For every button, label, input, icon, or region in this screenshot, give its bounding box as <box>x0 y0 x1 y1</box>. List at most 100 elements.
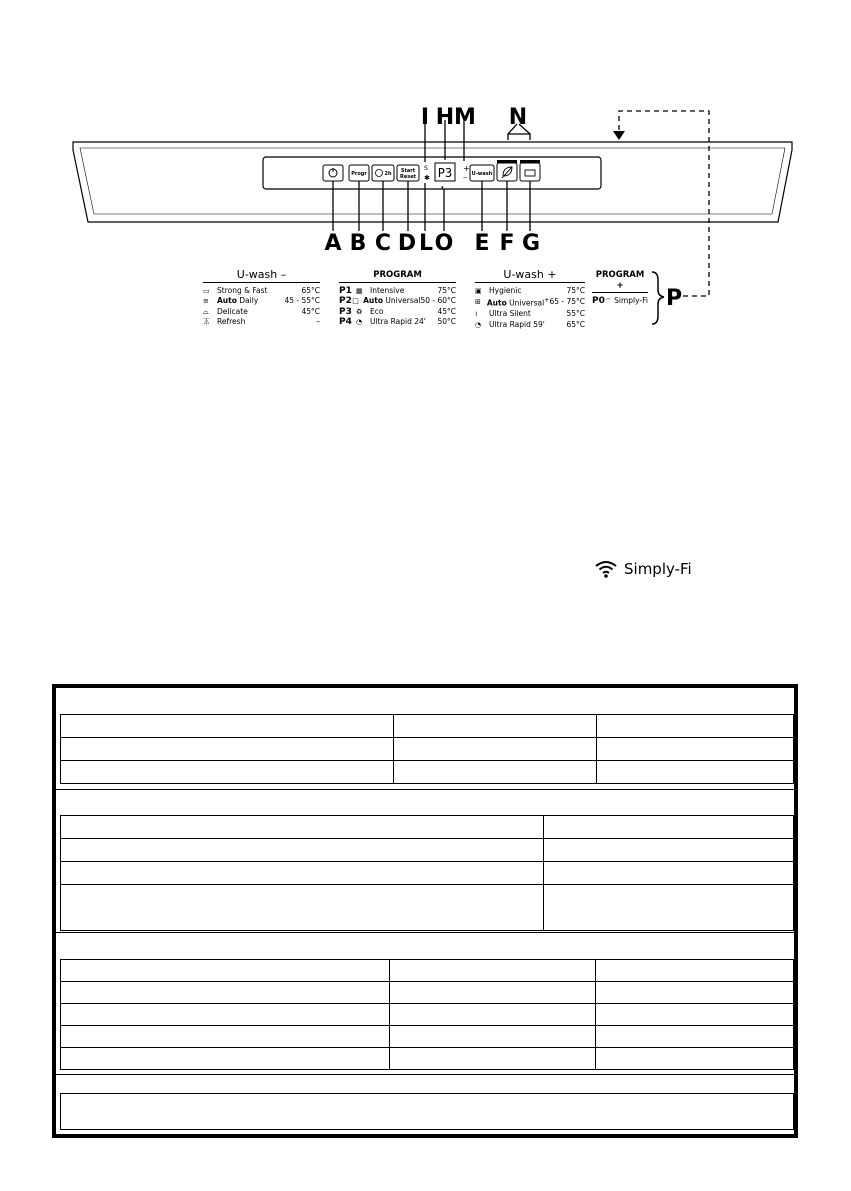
simplyfi-text: Simply-Fi <box>624 560 692 578</box>
display-value: P3 <box>438 166 452 180</box>
table-cell <box>543 815 794 839</box>
table-cell <box>60 838 544 862</box>
uwash-button[interactable]: U-wash <box>469 164 495 182</box>
table-cell <box>596 760 794 784</box>
control-panel-diagram: Progr 2h Start Reset S ✱ P3 ▾ + – U-wash <box>72 105 793 325</box>
extra-option-button[interactable] <box>519 160 541 182</box>
ultra-silent-icon: ≀ <box>475 310 478 318</box>
top-callouts <box>424 120 531 162</box>
label-H: H <box>436 105 454 130</box>
salt-indicator-icon: S <box>424 165 428 172</box>
table-cell <box>60 1025 390 1048</box>
program-button[interactable]: Progr <box>348 164 370 182</box>
table-cell <box>595 1025 794 1048</box>
wifi-icon: ⌔ <box>604 297 612 305</box>
legend-program-plus-title: PROGRAM + <box>592 270 648 293</box>
table-cell <box>595 1003 794 1026</box>
legend-program-title: PROGRAM <box>339 270 456 283</box>
table-cell <box>60 1003 390 1026</box>
label-E: E <box>474 231 489 256</box>
auto-universal-icon: □ <box>352 297 359 305</box>
table-cell <box>543 884 794 931</box>
half-load-button[interactable] <box>496 160 518 182</box>
table-cell <box>389 1047 596 1070</box>
label-D: D <box>398 231 416 256</box>
table-cell <box>60 737 394 761</box>
plus-indicator: + <box>463 164 470 173</box>
label-B: B <box>350 231 367 256</box>
table-cell <box>389 1025 596 1048</box>
power-button[interactable] <box>322 164 344 182</box>
table-cell <box>393 737 597 761</box>
table-cell <box>543 861 794 885</box>
start-label: Start <box>401 168 416 174</box>
table-cell <box>389 1003 596 1026</box>
ultra-rapid-icon: ◔ <box>356 318 363 326</box>
ultra-rapid-59-icon: ◔ <box>475 320 482 329</box>
table-cell <box>60 1093 794 1130</box>
label-A: A <box>324 231 341 256</box>
strong-fast-icon: ▭ <box>203 286 210 295</box>
label-M: M <box>454 105 476 130</box>
table-divider <box>56 1074 794 1075</box>
table-cell <box>60 981 390 1004</box>
clock-icon <box>375 169 383 177</box>
wifi-icon <box>595 561 617 578</box>
label-F: F <box>499 231 514 256</box>
table-cell <box>389 981 596 1004</box>
auto-universal-plus-icon: ⊞ <box>475 298 481 307</box>
delicate-icon: ⌓ <box>203 307 209 316</box>
eco-icon: ♻ <box>356 307 363 316</box>
intensive-icon: ▦ <box>356 286 363 295</box>
table-cell <box>596 714 794 738</box>
reset-label: Reset <box>400 174 417 180</box>
table-cell <box>543 838 794 862</box>
legend-uwash-plus-title: U-wash + <box>475 269 585 283</box>
panel-frame <box>72 141 793 223</box>
minus-indicator: – <box>463 173 467 182</box>
label-I: I <box>421 105 429 130</box>
simplyfi-logo: Simply-Fi <box>594 560 692 578</box>
table-cell <box>393 714 597 738</box>
table-cell <box>60 861 544 885</box>
label-O: O <box>435 231 454 256</box>
delay-button[interactable]: 2h <box>371 164 395 182</box>
table-cell <box>60 760 394 784</box>
table-cell <box>389 959 596 982</box>
table-cell <box>596 737 794 761</box>
leaf-icon <box>501 166 513 179</box>
list-item: P4◔Ultra Rapid 24'50°C <box>339 317 456 327</box>
legend-program-plus: PROGRAM + P0⌔Simply-Fi <box>592 270 648 307</box>
label-L: L <box>419 231 433 256</box>
display: P3 <box>434 162 456 182</box>
program-plus-brace <box>651 271 665 325</box>
table-divider <box>56 789 794 790</box>
legend-uwash-minus-title: U-wash – <box>203 269 320 283</box>
table-cell <box>60 815 544 839</box>
start-reset-button[interactable]: Start Reset <box>396 164 420 182</box>
refresh-icon: ⏄ <box>203 318 210 326</box>
label-P: P <box>666 286 682 311</box>
uwash-button-label: U-wash <box>472 171 493 177</box>
table-cell <box>60 1047 390 1070</box>
label-G: G <box>522 231 540 256</box>
list-item: ⏄Refresh– <box>203 317 320 326</box>
label-C: C <box>375 231 391 256</box>
program-button-label: Progr <box>351 171 367 177</box>
wifi-indicator-icon: ▾ <box>441 185 444 191</box>
bottom-callouts <box>332 181 531 231</box>
list-item: ◔Ultra Rapid 59'65°C <box>475 319 585 329</box>
table-cell <box>60 959 390 982</box>
program-plus-connector <box>613 110 710 297</box>
table-cell <box>595 959 794 982</box>
spec-table <box>52 684 798 1138</box>
